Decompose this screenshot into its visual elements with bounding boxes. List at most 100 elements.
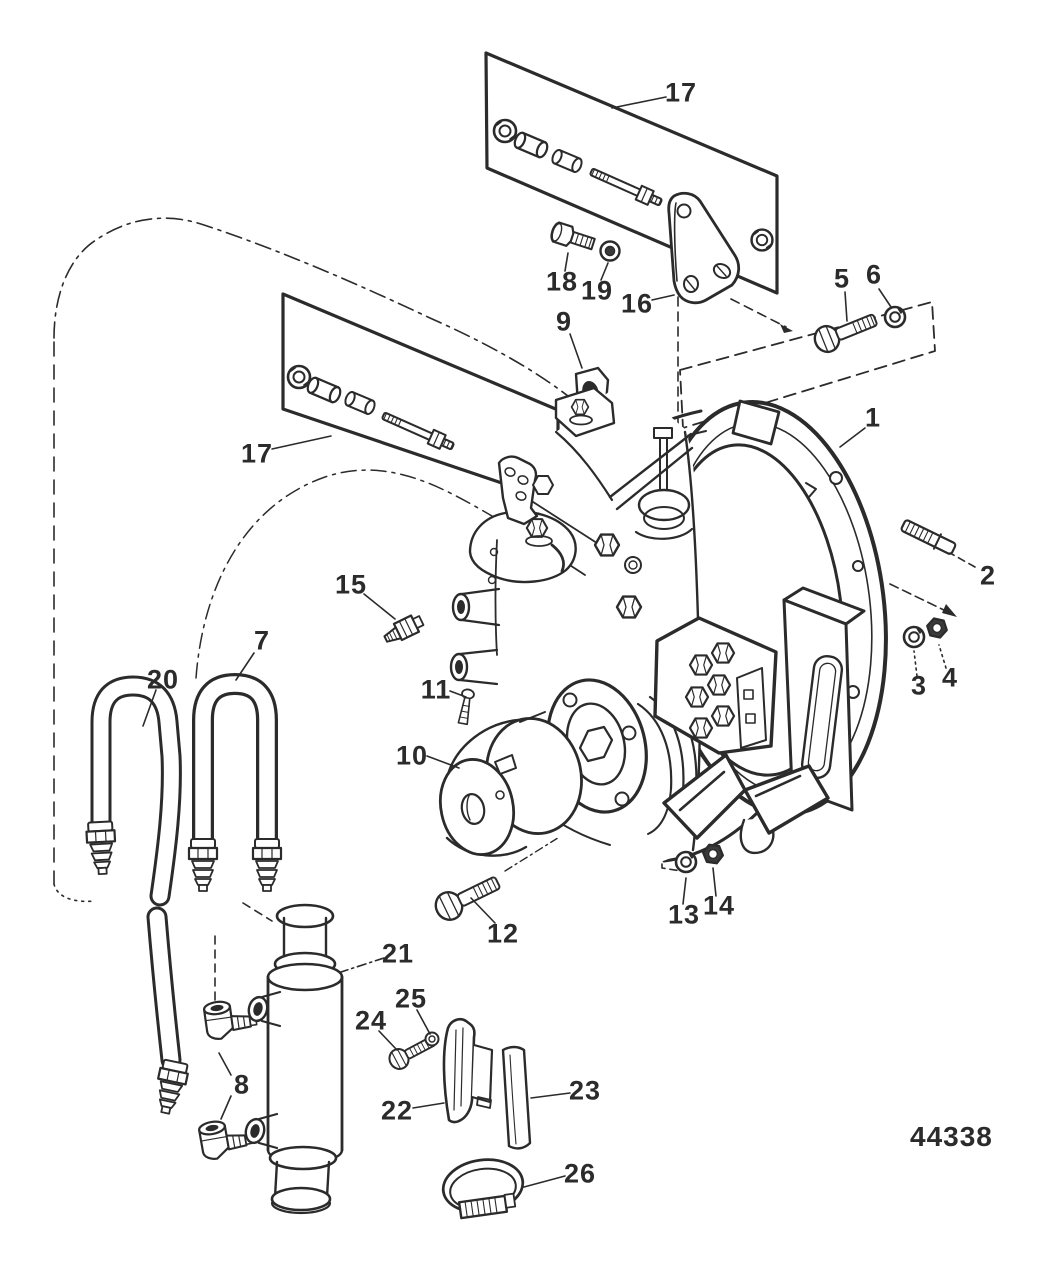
- leader-line-6: [878, 288, 892, 308]
- callout-17a: 17: [664, 77, 698, 108]
- washer-25: [424, 1031, 440, 1047]
- case-hex-fitting: [532, 475, 554, 495]
- callout-2: 2: [979, 560, 997, 591]
- leader-line-3: [913, 650, 918, 677]
- callout-22: 22: [380, 1095, 414, 1126]
- drive-coupling-10: [438, 711, 583, 857]
- callout-25: 25: [394, 983, 428, 1014]
- hose-7: [187, 673, 283, 893]
- oil-port-lower: [449, 648, 499, 686]
- callout-9: 9: [555, 306, 573, 337]
- callout-12: 12: [486, 918, 520, 949]
- leader-line-25: [416, 1009, 431, 1035]
- cooler-bracket-22: [442, 1017, 494, 1124]
- leader-line-12: [470, 897, 496, 924]
- callout-24: 24: [354, 1005, 388, 1036]
- hose-clamp-26: [441, 1158, 525, 1220]
- output-flange: [546, 678, 698, 835]
- stud2-direction-dashes: [889, 583, 949, 613]
- bracket16-alignment-b: [730, 298, 787, 328]
- bracket-16: [667, 191, 741, 305]
- leader-line-8: [218, 1052, 232, 1076]
- callout-leader-lines: [142, 96, 976, 1188]
- callout-13: 13: [667, 899, 701, 930]
- hose-fitting-icon: [187, 837, 219, 893]
- leader-line-16: [651, 294, 675, 301]
- leader-line-17a: [611, 96, 667, 109]
- washer-19: [599, 240, 621, 262]
- cooler-strap-23: [501, 1045, 532, 1150]
- mount-block: [554, 386, 616, 438]
- leader-line-20: [142, 689, 157, 727]
- leader-line-13: [682, 877, 687, 905]
- callout-21: 21: [381, 938, 415, 969]
- bolt-12: [434, 876, 501, 922]
- locknut-icon: [286, 364, 312, 390]
- callout-26: 26: [563, 1158, 597, 1189]
- callout-16: 16: [620, 288, 654, 319]
- washer-13: [674, 850, 698, 874]
- leader-line-24: [378, 1030, 398, 1051]
- oil-cooler-21: [244, 903, 344, 1215]
- leader-line-21: [337, 957, 385, 974]
- mount-wedges: [662, 753, 830, 840]
- lockwasher-6: [883, 305, 907, 329]
- leader-line-17b: [271, 435, 332, 450]
- callout-14: 14: [702, 890, 736, 921]
- hose-fitting-icon: [84, 820, 118, 876]
- callout-6: 6: [865, 259, 883, 290]
- leader-line-7: [235, 652, 255, 681]
- nut-4: [924, 616, 950, 640]
- callout-3: 3: [910, 670, 928, 701]
- callout-18: 18: [545, 266, 579, 297]
- routing-curve-outer: [53, 217, 579, 405]
- case-bolt-icon: [593, 533, 621, 557]
- leader-line-15: [363, 593, 396, 620]
- callout-4: 4: [941, 662, 959, 693]
- callout-20: 20: [146, 664, 180, 695]
- oil-port-upper: [451, 587, 501, 627]
- routing-curve-inner: [195, 469, 493, 679]
- hose-20: [84, 675, 191, 1117]
- locknut-icon: [492, 118, 518, 144]
- fitting-15: [383, 614, 425, 643]
- mounting-bar: [782, 586, 866, 812]
- leader-line-9: [569, 333, 583, 369]
- stud2-arrowhead: [942, 604, 957, 617]
- leader-line-11: [449, 690, 467, 698]
- bolt-5: [813, 313, 878, 354]
- callout-5: 5: [833, 263, 851, 294]
- leader-line-18: [564, 252, 569, 272]
- leader-line-26: [523, 1175, 566, 1188]
- callout-15: 15: [334, 569, 368, 600]
- hose-fitting-icon: [251, 837, 283, 893]
- callout-19: 19: [580, 275, 614, 306]
- leader-line-5: [844, 291, 848, 322]
- stud-2: [900, 519, 957, 555]
- breather: [634, 427, 694, 540]
- washer-3: [902, 625, 926, 649]
- leader-line-14: [712, 867, 717, 897]
- plug-cluster: [653, 616, 778, 755]
- leader-line-22: [412, 1102, 445, 1109]
- leader-line-2: [949, 552, 976, 568]
- cooler-port-upper: [247, 990, 282, 1028]
- callout-1: 1: [864, 402, 882, 433]
- cooler-port-lower: [244, 1112, 279, 1150]
- nut-14: [700, 842, 726, 866]
- callout-10: 10: [395, 740, 429, 771]
- callout-8: 8: [233, 1069, 251, 1100]
- leader-line-1: [839, 427, 866, 448]
- case-bolt-icon: [615, 595, 643, 619]
- callout-7: 7: [253, 625, 271, 656]
- routing-arc-bottom: [53, 883, 96, 903]
- bolt-18: [550, 221, 596, 251]
- hose-fitting-icon: [150, 1057, 191, 1117]
- elbow-fitting-8b: [197, 1114, 255, 1162]
- callout-11: 11: [420, 674, 452, 705]
- transmission-assembly: [449, 386, 888, 866]
- leader-line-8: [220, 1095, 232, 1120]
- leader-line-19: [600, 262, 609, 281]
